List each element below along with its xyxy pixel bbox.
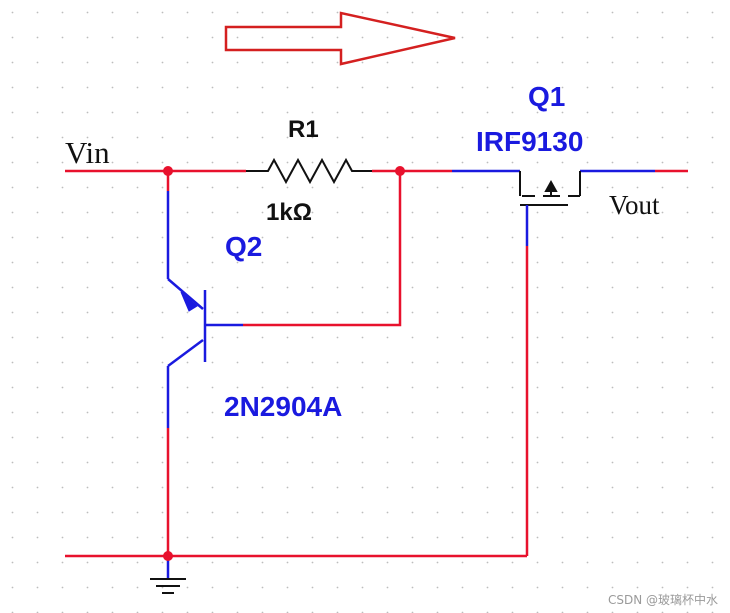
junction-dot-icon (395, 166, 405, 176)
r1-value-label: 1kΩ (266, 199, 312, 226)
q2-name-label: Q2 (225, 231, 262, 262)
junction-dot-icon (163, 551, 173, 561)
ground-icon (150, 578, 186, 594)
q1-name-label: Q1 (528, 81, 565, 112)
r1-name-label: R1 (288, 116, 319, 143)
vout-label: Vout (609, 190, 660, 220)
q2-part-label: 2N2904A (224, 391, 342, 422)
watermark-text: CSDN @玻璃杯中水 (608, 592, 718, 607)
right-arrow-icon (224, 11, 456, 66)
q2-base-wire-red (243, 171, 402, 327)
wires (65, 169, 688, 578)
junction-dot-icon (163, 166, 173, 176)
vin-label: Vin (65, 135, 110, 170)
p-mosfet-icon (519, 171, 581, 212)
q1-part-label: IRF9130 (476, 126, 583, 157)
pnp-transistor-icon (167, 278, 207, 368)
junction-dots (163, 166, 405, 561)
resistor-icon (246, 157, 372, 185)
